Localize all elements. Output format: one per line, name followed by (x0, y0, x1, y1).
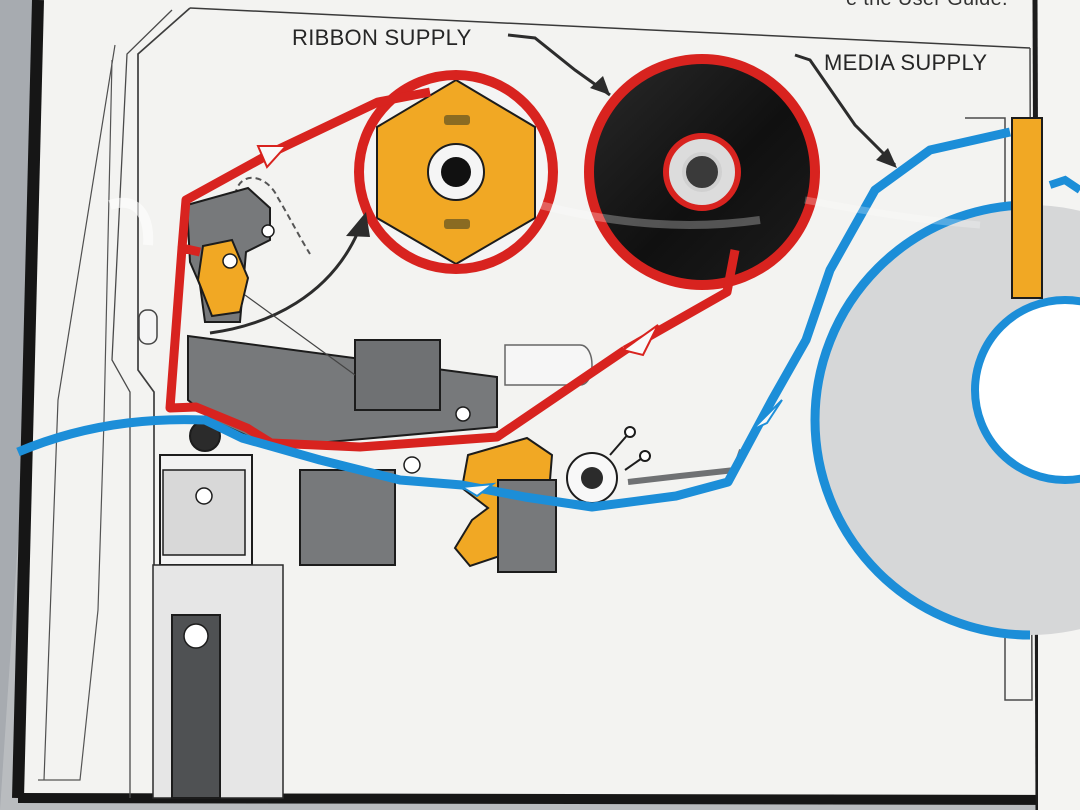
sensor-block (299, 469, 396, 566)
platen-door-screw (195, 487, 213, 505)
user-guide-note: e the User Guide. (846, 0, 1008, 11)
ribbon-supply-pointer-head (590, 76, 610, 95)
ribbon-supply-path (622, 249, 740, 354)
gloss-highlight-3 (804, 196, 981, 229)
sensor-screw (403, 456, 421, 474)
peel-roller-center (581, 467, 603, 489)
peel-knob-2 (639, 450, 651, 462)
media-guide-bracket (1011, 117, 1043, 299)
printer-door-outline (43, 44, 116, 781)
ribbon-supply-hub-center (682, 152, 722, 192)
media-supply-label: MEDIA SUPPLY (824, 50, 988, 75)
ribbon-supply-label: RIBBON SUPPLY (292, 25, 472, 50)
printer-side-outline (111, 9, 173, 798)
curved-arrow-head (346, 212, 370, 237)
door-latch (138, 309, 158, 345)
media-path (16, 127, 1011, 512)
edge-media-path (1048, 175, 1080, 194)
peel-knob-1 (624, 426, 636, 438)
edge-label: M (1063, 348, 1079, 368)
printhead-screw (261, 224, 275, 238)
printer-left-outline (137, 7, 191, 798)
media-path-arrow-icon (458, 482, 497, 498)
lower-arm-screw (183, 623, 209, 649)
takeup-hub-center (441, 157, 471, 187)
media-core (971, 296, 1080, 484)
tension-line (244, 294, 356, 376)
platen-door (162, 469, 246, 556)
printer-door-edge (38, 59, 113, 781)
printhead-dashed-travel (233, 176, 311, 255)
media-supply-pointer (794, 53, 897, 167)
printhead-pivot (222, 253, 238, 269)
takeup-slot-bottom (444, 219, 470, 229)
ribbon-path-arrow-icon (256, 145, 289, 169)
takeup-slot-top (444, 115, 470, 125)
media-supply-pointer-head (876, 148, 897, 168)
curved-arrow-icon (209, 231, 360, 335)
panel-left-border (12, 0, 44, 799)
print-block (354, 339, 441, 411)
ribbon-supply-pointer (507, 33, 611, 97)
print-block-screw (455, 406, 471, 422)
media-roll-path (810, 200, 1031, 640)
ribbon-takeup-path (354, 70, 558, 274)
ribbon-path-arrow-icon (620, 324, 659, 357)
gloss-highlight-1 (108, 197, 154, 246)
media-path-arrow-icon (751, 399, 783, 431)
gloss-highlight-2 (539, 201, 761, 229)
ribbon-lower-path (165, 243, 628, 452)
top-outline (189, 7, 1031, 49)
